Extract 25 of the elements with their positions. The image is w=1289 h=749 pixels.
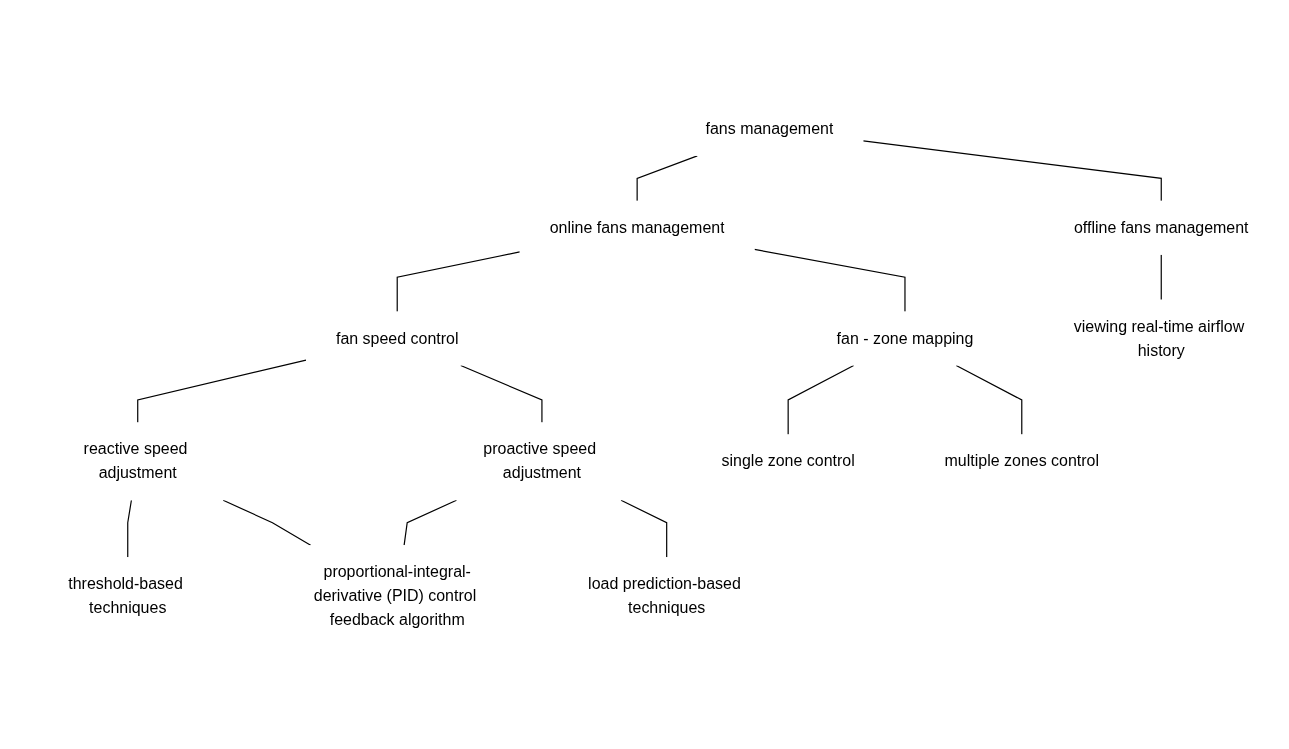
node-text: viewing real-time airflow history [1073, 317, 1245, 359]
node-text: fans management [705, 120, 834, 137]
node-text: proactive speed adjustment [483, 440, 597, 482]
connector [460, 364, 543, 423]
connector [636, 155, 698, 202]
connector [753, 248, 906, 313]
node-text: multiple zones control [944, 452, 1099, 470]
node-text: single zone control [721, 452, 855, 470]
connector [862, 140, 1162, 202]
node-text: proportional-integral-derivative (PID) control feedback algorithm [313, 563, 477, 628]
connector [1160, 254, 1162, 301]
connector [127, 499, 132, 558]
node-text: fan speed control [335, 329, 459, 347]
node-text: load prediction-based techniques [588, 575, 741, 617]
connector [137, 359, 307, 423]
connector [955, 364, 1023, 435]
node-text: reactive speed adjustment [83, 440, 188, 482]
node-text: online fans management [549, 218, 725, 236]
connector [403, 499, 458, 546]
connector [396, 251, 521, 313]
node-text: offline fans management [1073, 218, 1249, 236]
connector [787, 364, 855, 435]
node-text: threshold-based techniques [68, 575, 183, 617]
connector [222, 499, 312, 546]
node-text: fan - zone mapping [836, 329, 974, 347]
